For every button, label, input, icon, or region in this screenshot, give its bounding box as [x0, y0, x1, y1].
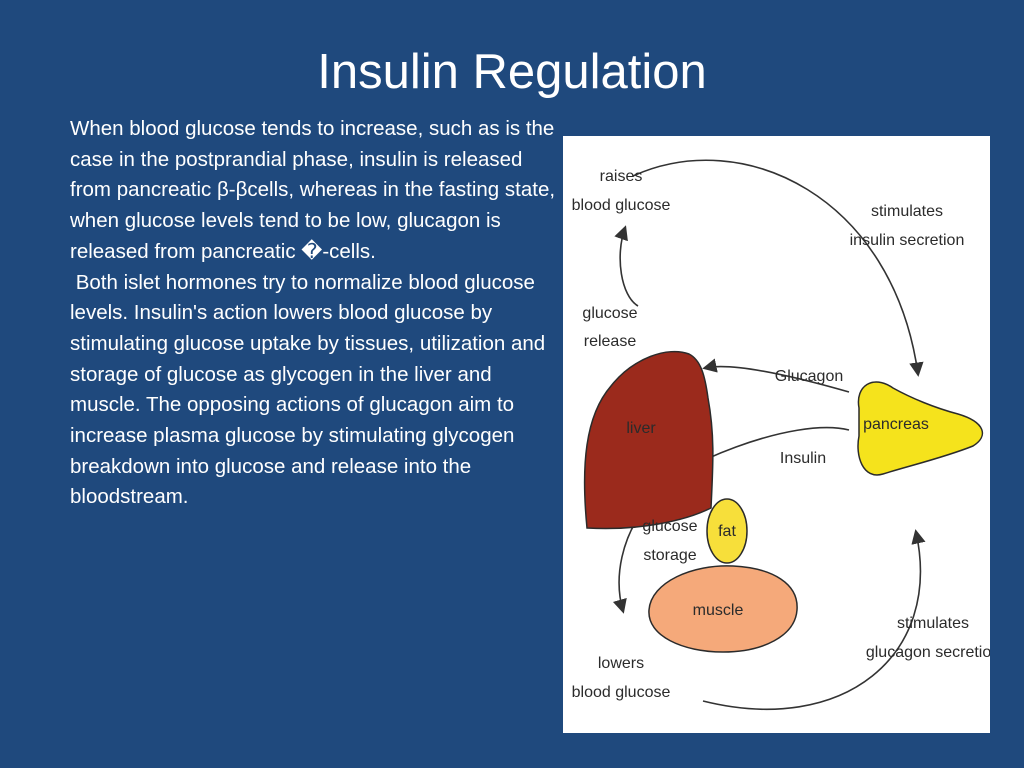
muscle-shape — [648, 565, 798, 653]
glucose-storage-label-line2: storage — [643, 547, 696, 564]
muscle-label: muscle — [693, 602, 744, 619]
arrow-stimulates-glucagon — [702, 529, 926, 711]
stimulates-insulin-label-line2: insulin secretion — [850, 232, 965, 249]
pancreas-shape — [857, 381, 984, 476]
paragraph-2: Both islet hormones try to normalize blo… — [70, 270, 551, 509]
paragraph-1: When blood glucose tends to increase, su… — [70, 117, 556, 263]
arrow-stimulates-insulin — [632, 159, 924, 377]
glucose-release-label-line2: release — [584, 333, 637, 350]
glucose-release-label-line1: glucose — [582, 305, 637, 322]
raises-label-line2: blood glucose — [572, 197, 671, 214]
body-text: When blood glucose tends to increase, su… — [70, 114, 560, 513]
slide-title: Insulin Regulation — [317, 45, 707, 99]
glucose-regulation-diagram: liver pancreas fat muscle raises blood g… — [563, 136, 990, 733]
raises-label-line1: raises — [600, 168, 643, 185]
lowers-label-line1: lowers — [598, 655, 644, 672]
stimulates-glucagon-label-line2: glucagon secretion — [866, 644, 990, 661]
liver-shape — [583, 350, 714, 530]
glucose-storage-label-line1: glucose — [642, 518, 697, 535]
arrow-glucose-release — [614, 225, 639, 307]
pancreas-label: pancreas — [863, 416, 929, 433]
fat-shape — [706, 498, 748, 564]
fat-label: fat — [718, 523, 736, 540]
stimulates-insulin-label-line1: stimulates — [871, 203, 943, 220]
liver-label: liver — [626, 420, 656, 437]
diagram-svg: liver pancreas fat muscle raises blood g… — [572, 159, 990, 711]
glucagon-label: Glucagon — [775, 368, 844, 385]
lowers-label-line2: blood glucose — [572, 684, 671, 701]
stimulates-glucagon-label-line1: stimulates — [897, 615, 969, 632]
arrow-glucagon — [702, 358, 850, 393]
insulin-label: Insulin — [780, 450, 826, 467]
